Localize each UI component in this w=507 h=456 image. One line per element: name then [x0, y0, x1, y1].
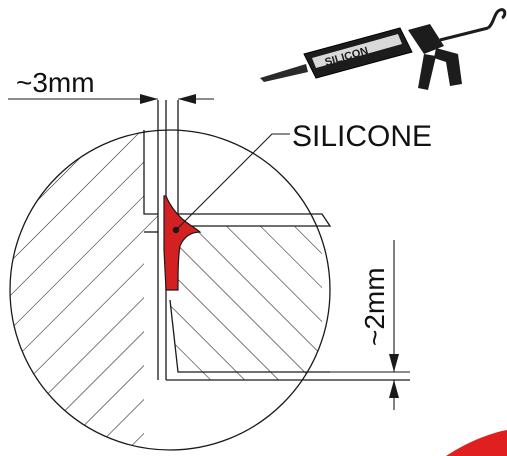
gap-width-label: ~3mm: [16, 67, 95, 98]
detail-view: [9, 100, 410, 451]
right-frame-section: [170, 226, 322, 380]
silicone-label: SILICONE: [292, 120, 432, 153]
corner-decoration: [446, 430, 507, 456]
step-height-dimension: ~2mm: [330, 240, 410, 410]
silicone-leader-line: [175, 133, 290, 231]
left-panel-section: [10, 130, 158, 450]
silicone-bead: [163, 195, 202, 291]
caulking-gun-icon: SILICON: [260, 8, 507, 90]
gap-width-dimension: ~3mm: [8, 67, 214, 104]
step-height-label: ~2mm: [359, 267, 390, 346]
detail-circle-outline: [9, 129, 331, 451]
